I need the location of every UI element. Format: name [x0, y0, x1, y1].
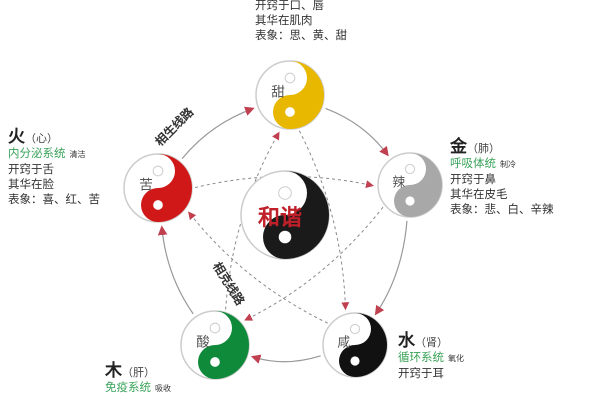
wood-info: 木（肝） 免疫系统吸收 [105, 361, 171, 396]
note: 清洁 [69, 150, 86, 159]
note: 氧化 [448, 354, 464, 363]
fire-dot [153, 200, 163, 210]
water-info: 水（肾） 循环系统氧化 开窍于耳 [398, 331, 464, 381]
controlling-arrow [194, 175, 374, 189]
fire-line: 其华在脸 [8, 177, 54, 191]
metal-info: 金（肺） 呼吸体统制冷 开窍于鼻 其华在皮毛 表象：悲、白、辛辣 [450, 137, 554, 217]
center-dot [278, 186, 292, 200]
organ: （肝） [122, 366, 155, 379]
earth-line: 表象：思、黄、甜 [255, 28, 347, 42]
generating-arrow [181, 106, 255, 160]
metal-dot [405, 196, 415, 206]
wood-dot [210, 357, 220, 367]
note: 制冷 [500, 160, 516, 169]
fire-line: 表象：喜、红、苦 [8, 192, 100, 206]
fire-info: 火（心） 内分泌系统清洁 开窍于舌 其华在脸 表象：喜、红、苦 [8, 127, 100, 207]
generating-arrow [325, 107, 389, 157]
generating-arrow [250, 354, 321, 364]
system-name: 呼吸体统 [450, 156, 496, 170]
controlling-arrow [244, 206, 384, 321]
water-dot [350, 356, 360, 366]
fire-taste-label: 苦 [139, 178, 153, 194]
element-name: 火 [8, 127, 25, 147]
system-name: 循环系统 [398, 350, 444, 364]
organ: （肺） [467, 142, 500, 155]
fire-dot [152, 165, 164, 177]
metal-line: 其华在皮毛 [450, 187, 508, 201]
wood-taste-label: 酸 [196, 335, 210, 351]
water-line: 开窍于耳 [398, 366, 444, 380]
generating-arrow [157, 225, 194, 315]
earth-line: 其华在肌肉 [255, 13, 313, 27]
element-name: 水 [398, 331, 415, 351]
center-label: 和谐 [258, 206, 302, 231]
system-name: 免疫系统 [105, 380, 151, 394]
note: 吸收 [155, 384, 171, 393]
metal-dot [404, 163, 416, 175]
generating-arrow [374, 220, 408, 316]
metal-line: 开窍于鼻 [450, 172, 496, 186]
element-name: 木 [105, 361, 122, 381]
organ: （心） [25, 132, 58, 145]
center-dot [278, 230, 292, 244]
controlling-arrow [225, 131, 280, 310]
metal-line: 表象：悲、白、辛辣 [450, 202, 554, 216]
organ: （肾） [415, 336, 448, 349]
earth-dot [285, 107, 295, 117]
earth-dot [284, 72, 296, 84]
water-dot [349, 323, 361, 335]
metal-taste-label: 辣 [392, 176, 405, 191]
controlling-arrow [298, 130, 350, 311]
earth-taste-label: 甜 [271, 85, 285, 101]
element-name: 金 [450, 137, 467, 157]
earth-info: 开窍于口、唇 其华在肌肉 表象：思、黄、甜 [255, 0, 347, 43]
water-taste-label: 咸 [337, 336, 350, 351]
wood-dot [209, 322, 221, 334]
controlling-arrow [188, 211, 328, 324]
fire-line: 开窍于舌 [8, 162, 54, 176]
earth-line: 开窍于口、唇 [255, 0, 324, 12]
system-name: 内分泌系统 [8, 146, 66, 160]
